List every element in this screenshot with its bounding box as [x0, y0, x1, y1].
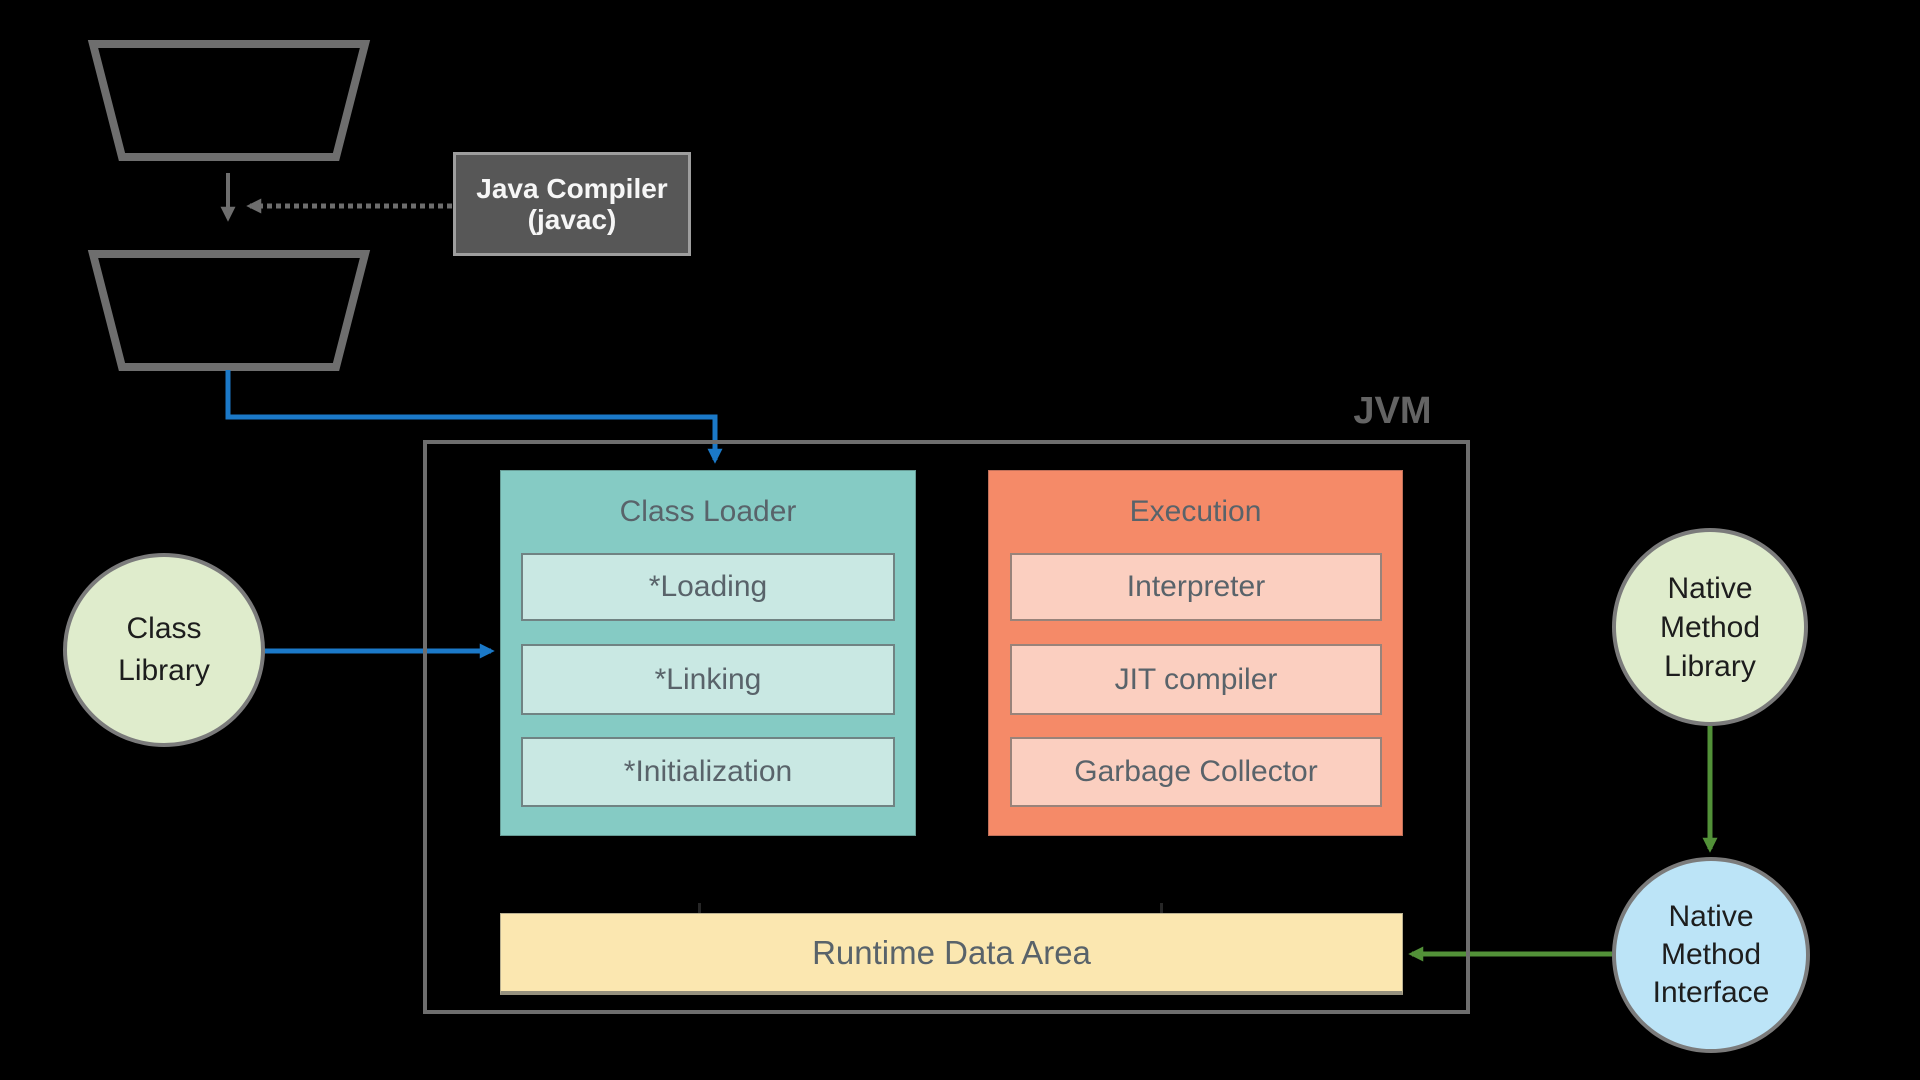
linking-box: *Linking [521, 644, 895, 715]
jit-compiler-box: JIT compiler [1010, 644, 1382, 715]
nml-line2: Method [1659, 610, 1761, 644]
initialization-box: *Initialization [521, 737, 895, 807]
source-file-trapezoid [87, 40, 371, 161]
classfile-to-classloader-arrow [225, 370, 723, 464]
runtime-data-area-label: Runtime Data Area [812, 933, 1091, 971]
jvm-label: JVM [1353, 390, 1432, 432]
java-compiler-label-line2: (javac) [527, 204, 617, 235]
runtime-data-area-bar: Runtime Data Area [500, 913, 1403, 995]
java-compiler-label-line1: Java Compiler [476, 173, 668, 204]
class-loader-panel: Class Loader *Loading *Linking *Initiali… [500, 470, 916, 836]
nmi-line3: Interface [1652, 976, 1770, 1009]
class-file-trapezoid [87, 250, 371, 371]
java-compiler-box: Java Compiler (javac) [453, 152, 691, 256]
nmi-line2: Method [1660, 938, 1762, 971]
garbage-collector-box: Garbage Collector [1010, 737, 1382, 807]
loading-box: *Loading [521, 553, 895, 621]
class-library-circle: Class Library [63, 553, 265, 747]
native-method-library-circle: Native Method Library [1612, 528, 1808, 726]
class-library-line1: Class [126, 612, 202, 645]
nmi-line1: Native [1668, 900, 1754, 933]
native-method-interface-circle: Native Method Interface [1612, 857, 1810, 1053]
nml-line1: Native [1667, 571, 1753, 605]
hidden-arrow-stub-left [698, 903, 701, 917]
execution-title: Execution [1129, 495, 1262, 528]
interpreter-box: Interpreter [1010, 553, 1382, 621]
jvm-boundary-box [423, 440, 1470, 1014]
class-loader-title: Class Loader [619, 495, 797, 528]
nml-line3: Library [1664, 649, 1756, 683]
execution-panel: Execution Interpreter JIT compiler Garba… [988, 470, 1403, 836]
hidden-arrow-stub-right [1160, 903, 1163, 917]
class-library-line2: Library [118, 654, 210, 687]
